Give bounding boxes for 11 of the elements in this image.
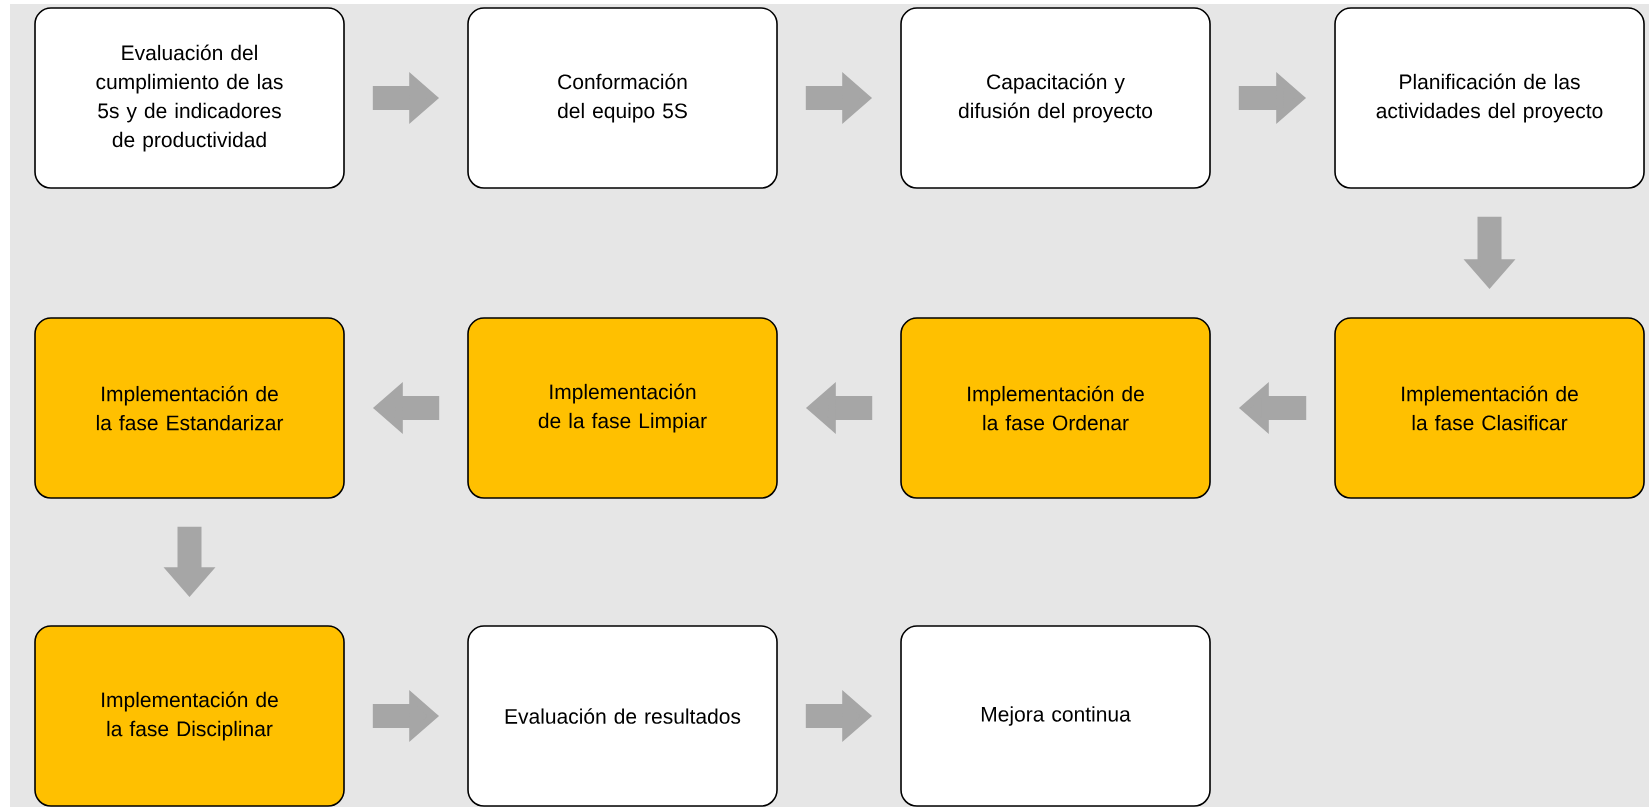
process-box: Planificación de las actividades del proyecto (1334, 7, 1645, 189)
process-box: Mejora continua (900, 625, 1211, 807)
process-box: Implementación de la fase Disciplinar (34, 625, 345, 807)
process-box: Capacitación y difusión del proyecto (900, 7, 1211, 189)
process-box: Implementación de la fase Limpiar (467, 317, 778, 499)
process-box: Evaluación de resultados (467, 625, 778, 807)
process-box: Implementación de la fase Estandarizar (34, 317, 345, 499)
process-box: Evaluación del cumplimiento de las 5s y de indicadores de productividad (34, 7, 345, 189)
process-box: Implementación de la fase Ordenar (900, 317, 1211, 499)
process-box: Implementación de la fase Clasificar (1334, 317, 1645, 499)
process-box: Conformación del equipo 5S (467, 7, 778, 189)
